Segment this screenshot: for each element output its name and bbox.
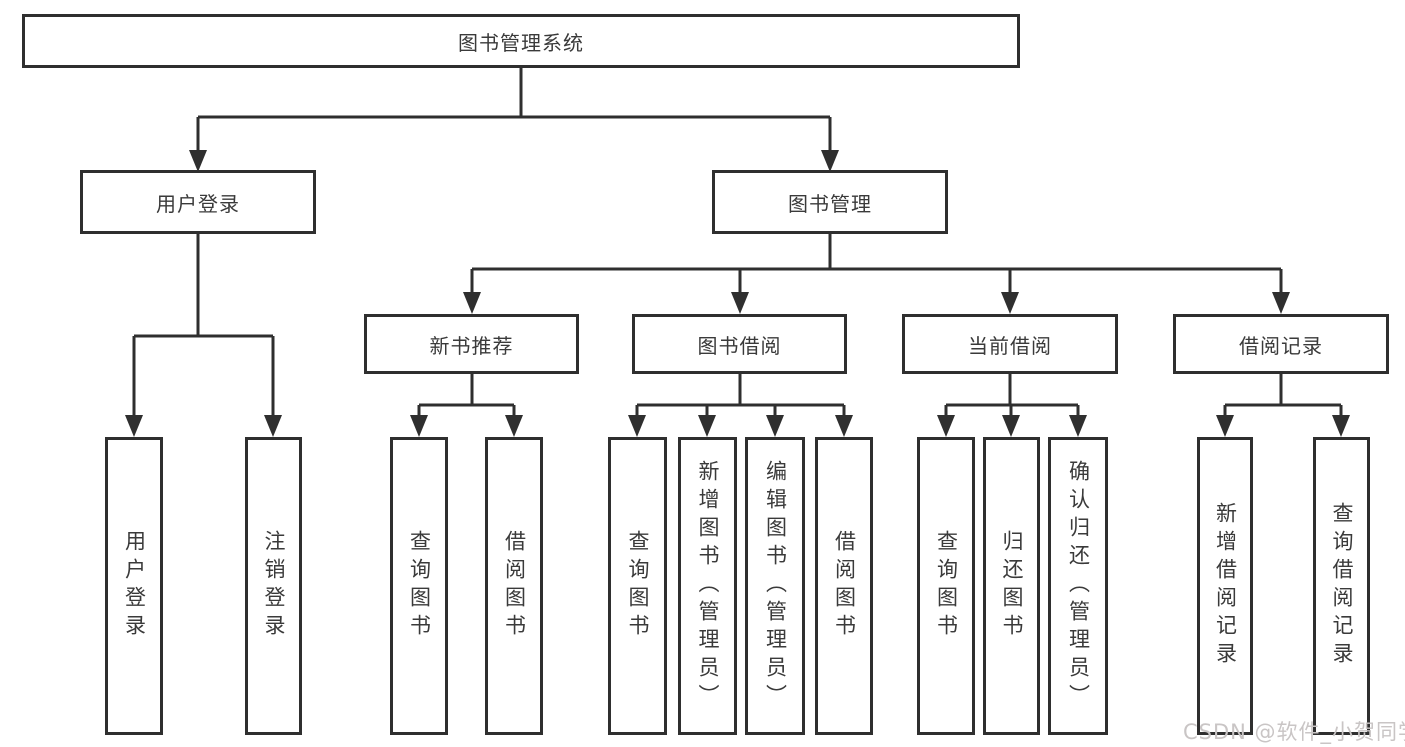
node-user-login: 用户登录 (80, 170, 316, 234)
leaf-borrow-add-admin: 新增图书（管理员） (678, 437, 737, 735)
connector-current-to-leaves (937, 374, 1087, 437)
leaf-user-login: 用户登录 (105, 437, 163, 735)
connector-bookmgmt-to-level2 (463, 234, 1290, 314)
leaf-current-confirm-admin: 确认归还（管理员） (1048, 437, 1108, 735)
node-new-book-recommend: 新书推荐 (364, 314, 579, 374)
connector-borrow-to-leaves (628, 374, 853, 437)
connector-newbook-to-leaves (410, 374, 523, 437)
node-borrow-record: 借阅记录 (1173, 314, 1389, 374)
node-root: 图书管理系统 (22, 14, 1020, 68)
leaf-newbook-query: 查询图书 (390, 437, 448, 735)
node-current-borrow: 当前借阅 (902, 314, 1118, 374)
leaf-newbook-borrow: 借阅图书 (485, 437, 543, 735)
leaf-borrow-borrow: 借阅图书 (815, 437, 873, 735)
leaf-logout: 注销登录 (245, 437, 302, 735)
connector-record-to-leaves (1216, 374, 1350, 437)
node-book-borrow: 图书借阅 (632, 314, 847, 374)
leaf-record-add: 新增借阅记录 (1197, 437, 1253, 735)
connector-root-to-level1 (189, 68, 839, 172)
node-book-management: 图书管理 (712, 170, 948, 234)
watermark: CSDN @软件_小贺同学 (1183, 720, 1405, 744)
leaf-borrow-query: 查询图书 (608, 437, 667, 735)
leaf-current-return: 归还图书 (983, 437, 1040, 735)
leaf-current-query: 查询图书 (917, 437, 975, 735)
leaf-borrow-edit-admin: 编辑图书（管理员） (745, 437, 805, 735)
leaf-record-query: 查询借阅记录 (1313, 437, 1370, 735)
connector-userlogin-to-leaves (125, 234, 282, 437)
